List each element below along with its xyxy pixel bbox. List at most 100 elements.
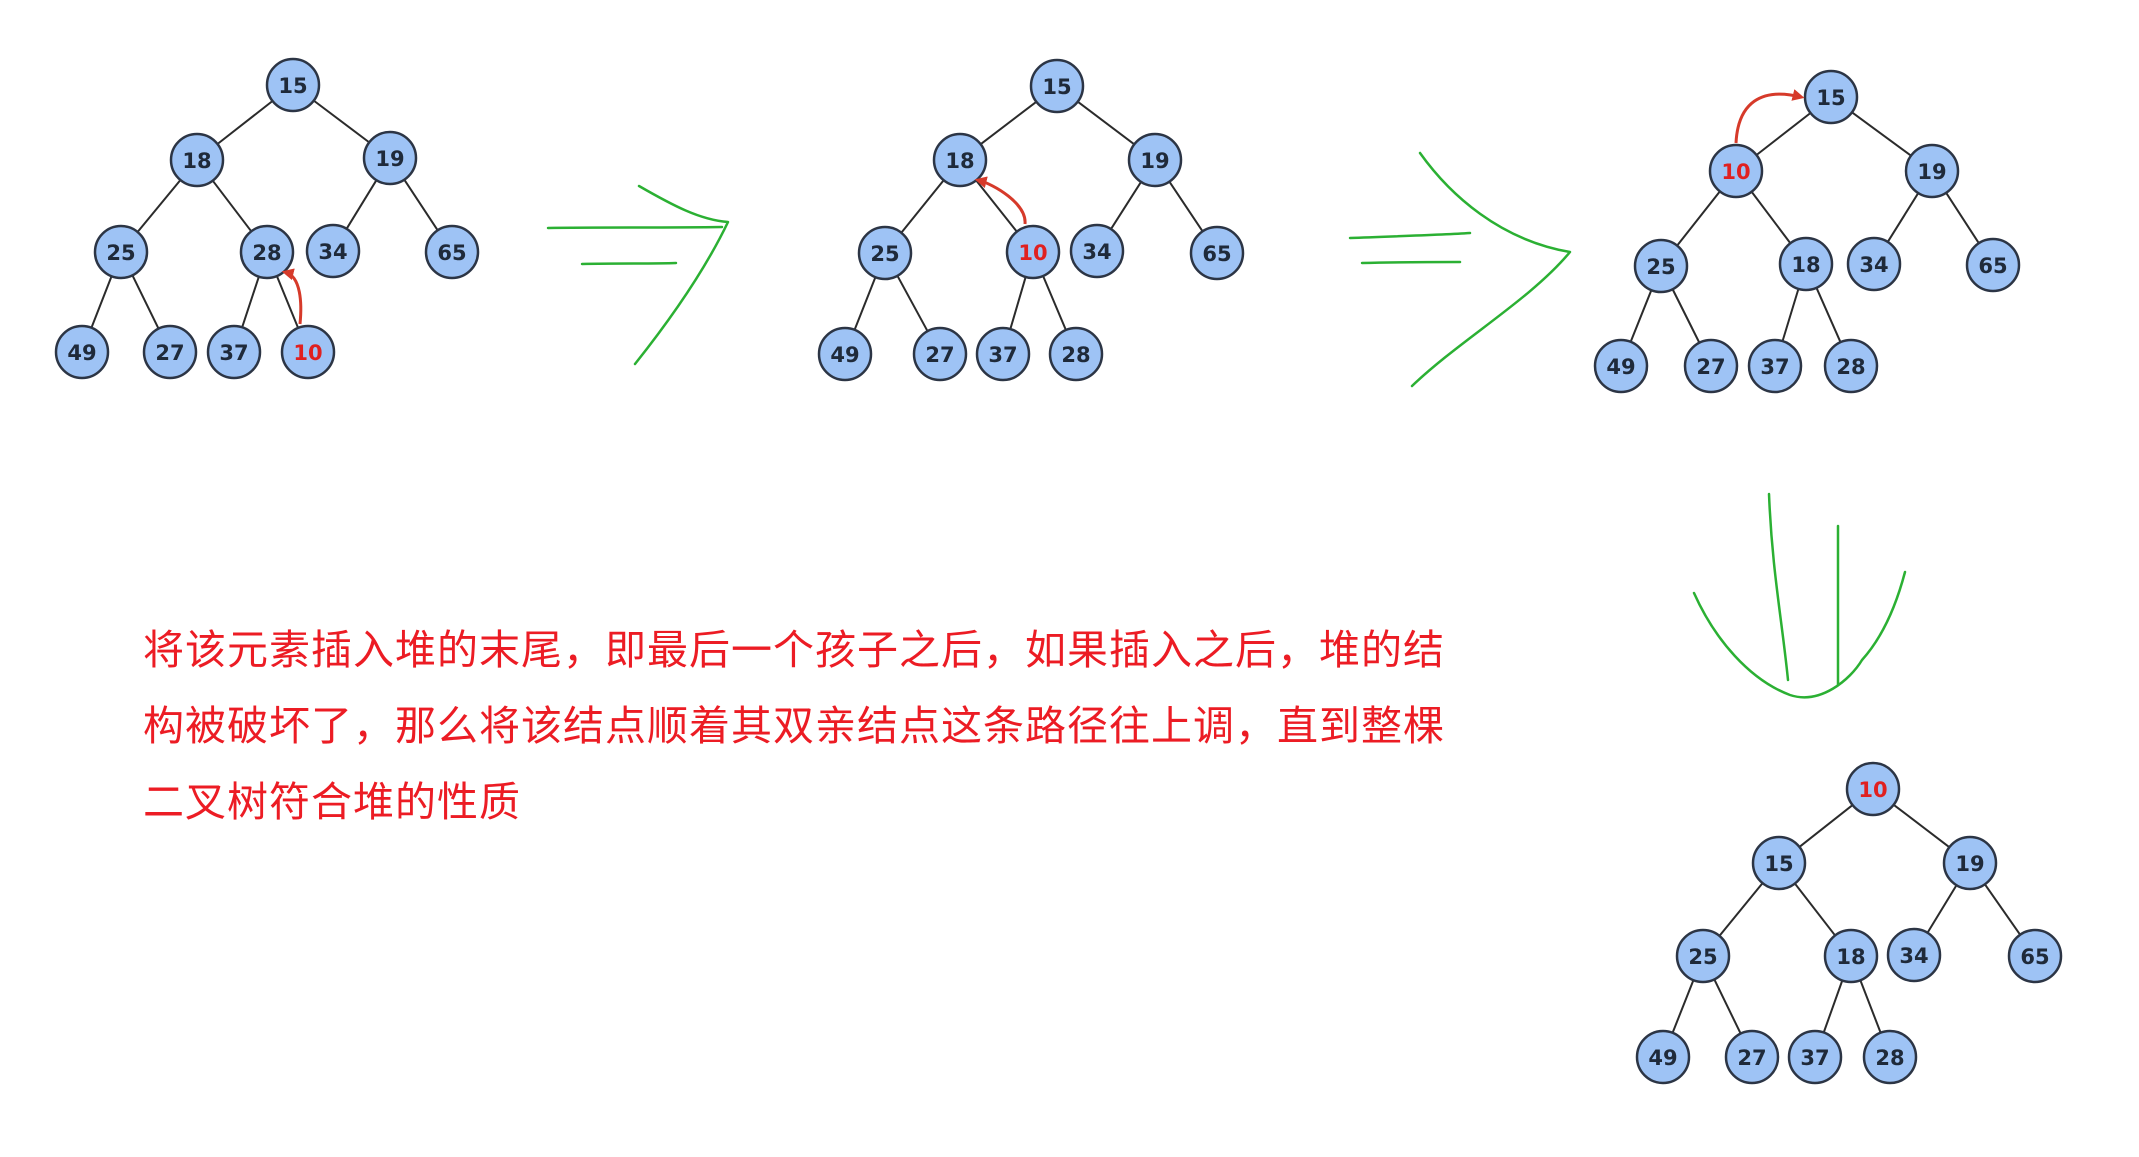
node-label: 28: [1875, 1046, 1904, 1070]
node-label: 28: [1836, 355, 1865, 379]
node-circle: [1845, 761, 1901, 817]
heap-node: 34: [305, 223, 361, 279]
tree-edge: [1926, 884, 1958, 934]
node-circle: [362, 130, 418, 186]
heap-node: 25: [93, 224, 149, 280]
swap-arrow: [974, 176, 1027, 225]
node-circle: [1747, 338, 1803, 394]
heap-node: 15: [1029, 58, 1085, 114]
node-circle: [206, 324, 262, 380]
node-label: 37: [1760, 355, 1789, 379]
heap-node: 34: [1886, 927, 1942, 983]
node-circle: [239, 224, 295, 280]
node-label: 25: [870, 242, 899, 266]
node-circle: [1675, 928, 1731, 984]
node-label: 34: [318, 240, 347, 264]
heap-node: 28: [239, 224, 295, 280]
heap-node: 18: [932, 132, 988, 188]
node-label: 15: [1042, 75, 1071, 99]
node-label: 28: [252, 241, 281, 265]
heap-node: 28: [1823, 338, 1879, 394]
node-label: 18: [182, 149, 211, 173]
node-circle: [424, 224, 480, 280]
flow-arrow-right-1: [546, 184, 730, 366]
tree-edge: [1713, 978, 1742, 1035]
node-circle: [169, 132, 225, 188]
node-label: 28: [1061, 343, 1090, 367]
heap-node: 65: [424, 224, 480, 280]
node-circle: [1724, 1029, 1780, 1085]
heap-node: 49: [817, 326, 873, 382]
tree-edge: [1168, 181, 1204, 232]
node-label: 49: [1606, 355, 1635, 379]
node-circle: [1593, 338, 1649, 394]
node-label: 65: [437, 241, 466, 265]
tree-edge: [1851, 111, 1912, 157]
node-label: 27: [155, 341, 184, 365]
node-label: 15: [278, 74, 307, 98]
node-circle: [1862, 1029, 1918, 1085]
heap-node: 49: [1635, 1029, 1691, 1085]
node-label: 25: [1688, 945, 1717, 969]
node-circle: [1942, 835, 1998, 891]
tree-edge: [853, 276, 877, 331]
flow-arrow-right-2: [1348, 151, 1572, 388]
tree-edge: [1042, 275, 1067, 331]
node-label: 49: [1648, 1046, 1677, 1070]
tree-edge: [90, 275, 113, 329]
node-circle: [93, 224, 149, 280]
tree-edge: [345, 179, 378, 230]
heap-node-inserted: 10: [280, 324, 336, 380]
node-circle: [1751, 835, 1807, 891]
node-circle: [1787, 1029, 1843, 1085]
heap-node: 18: [169, 132, 225, 188]
tree-edge: [136, 179, 182, 233]
swap-arrow: [1734, 89, 1805, 144]
node-label: 27: [925, 343, 954, 367]
node-label: 25: [106, 241, 135, 265]
node-label: 19: [1955, 852, 1984, 876]
tree-edge: [241, 276, 260, 328]
node-circle: [1846, 236, 1902, 292]
node-circle: [305, 223, 361, 279]
heap-node-inserted: 10: [1845, 761, 1901, 817]
node-label: 34: [1859, 253, 1888, 277]
node-label: 15: [1764, 852, 1793, 876]
heap-node: 18: [1778, 236, 1834, 292]
node-label: 19: [1140, 149, 1169, 173]
tree-edge: [1781, 288, 1800, 342]
heap-node-inserted: 10: [1005, 224, 1061, 280]
node-circle: [280, 324, 336, 380]
node-label: 18: [945, 149, 974, 173]
node-circle: [1029, 58, 1085, 114]
heap-node: 37: [1787, 1029, 1843, 1085]
node-circle: [817, 326, 873, 382]
swap-arrow: [281, 268, 303, 325]
node-circle: [932, 132, 988, 188]
tree-edge: [896, 275, 929, 332]
node-circle: [1048, 326, 1104, 382]
node-label: 18: [1791, 253, 1820, 277]
heap-node: 37: [975, 326, 1031, 382]
heap-node: 37: [1747, 338, 1803, 394]
tree-edge: [403, 179, 439, 231]
node-circle: [1904, 143, 1960, 199]
heap-node: 49: [54, 324, 110, 380]
node-circle: [1127, 132, 1183, 188]
heap-node: 27: [912, 326, 968, 382]
node-label: 18: [1836, 945, 1865, 969]
node-circle: [857, 225, 913, 281]
tree-edge: [211, 180, 253, 232]
node-circle: [912, 326, 968, 382]
node-label: 10: [1858, 778, 1887, 802]
node-circle: [1778, 236, 1834, 292]
node-label: 10: [293, 341, 322, 365]
node-circle: [1005, 224, 1061, 280]
node-circle: [975, 326, 1031, 382]
heap-node: 19: [362, 130, 418, 186]
node-circle: [2007, 928, 2063, 984]
tree-edge: [313, 99, 370, 144]
tree-edge: [1009, 276, 1027, 330]
